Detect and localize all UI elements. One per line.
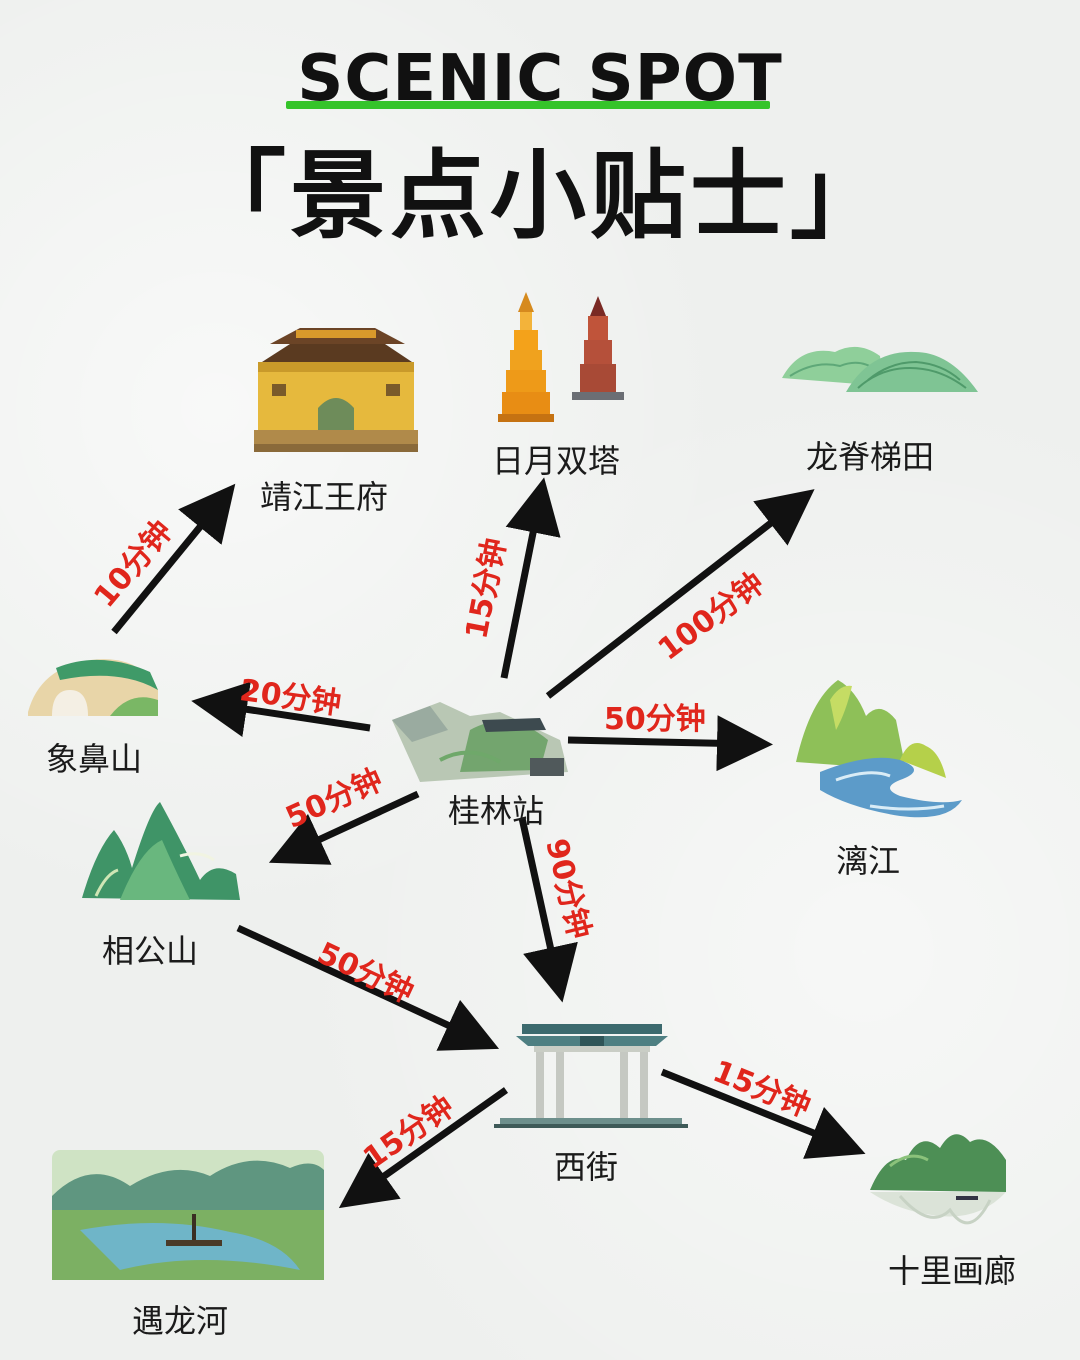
arrow-station-to-longji bbox=[545, 489, 815, 699]
node-label-xijie: 西街 bbox=[554, 1148, 619, 1186]
node-label-guilin-station: 桂林站 bbox=[448, 792, 545, 830]
arrow-station-to-xijie bbox=[518, 817, 578, 1003]
arrow-xijie-to-shili bbox=[660, 1068, 866, 1159]
rice-terraces-illustration bbox=[782, 346, 978, 392]
node-label-xianggong: 相公山 bbox=[102, 932, 199, 970]
twin-pagodas-illustration bbox=[498, 292, 624, 422]
elephant-hill-illustration bbox=[28, 659, 158, 716]
shili-gallery-illustration bbox=[870, 1134, 1006, 1225]
node-label-jingjiang: 靖江王府 bbox=[260, 478, 389, 516]
node-label-yulong: 遇龙河 bbox=[132, 1302, 229, 1340]
node-label-xiangbi: 象鼻山 bbox=[46, 740, 143, 778]
arrow-xiangbi-to-jingjiang bbox=[111, 483, 236, 635]
title-underline bbox=[286, 101, 770, 109]
palace-illustration bbox=[254, 328, 418, 452]
arrow-station-to-xiangbi bbox=[191, 681, 371, 737]
arrow-station-to-lijiang bbox=[567, 715, 773, 772]
li-river-illustration bbox=[796, 680, 962, 818]
title-chinese: 「景点小贴士」 bbox=[190, 140, 890, 252]
archway-illustration bbox=[494, 1024, 688, 1128]
node-label-longji: 龙脊梯田 bbox=[806, 438, 935, 476]
arrow-station-to-xianggong bbox=[268, 790, 420, 865]
arrow-xianggong-to-xijie bbox=[236, 924, 500, 1051]
arrow-xijie-to-yulong bbox=[338, 1087, 509, 1209]
node-label-shili: 十里画廊 bbox=[888, 1252, 1017, 1290]
xianggong-mountain-illustration bbox=[82, 802, 240, 900]
node-label-lijiang: 漓江 bbox=[836, 842, 901, 880]
station-illustration bbox=[392, 702, 568, 782]
edge-label-station-lijiang: 50分钟 bbox=[604, 702, 706, 737]
yulong-river-illustration bbox=[52, 1150, 324, 1280]
title-english: SCENIC SPOT bbox=[297, 42, 783, 116]
node-label-riyue: 日月双塔 bbox=[492, 442, 621, 480]
arrow-station-to-riyue bbox=[500, 477, 561, 679]
